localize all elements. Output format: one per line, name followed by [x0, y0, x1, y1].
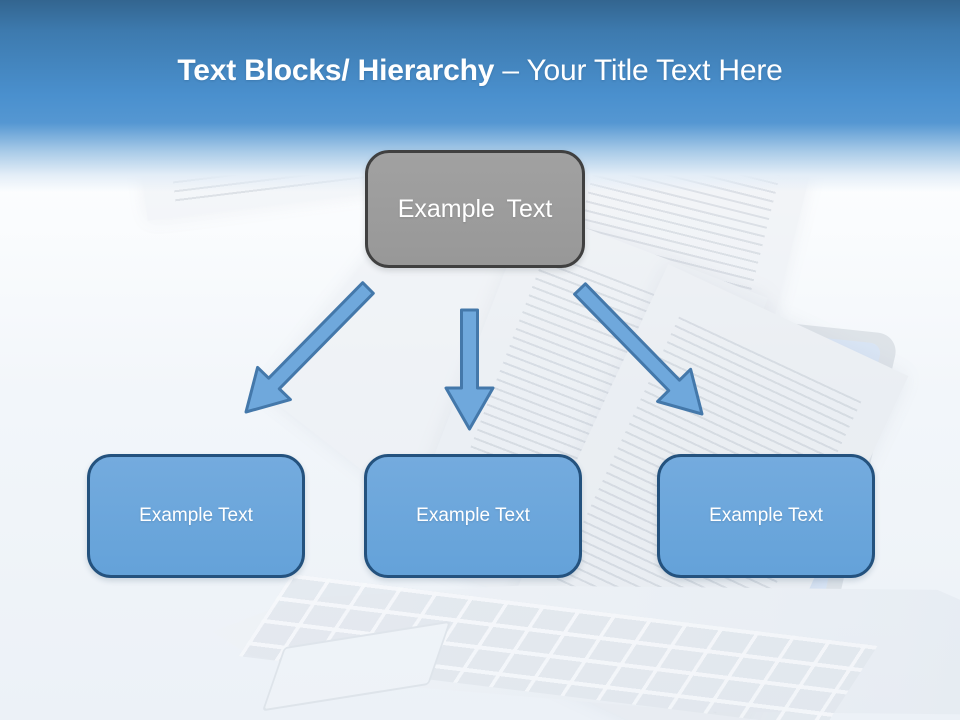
root-text-block-label: Example Text	[397, 194, 553, 223]
child-text-block-2: Example Text	[364, 454, 582, 578]
child-text-block-label: Example Text	[139, 505, 253, 526]
child-text-block-3: Example Text	[657, 454, 875, 578]
arrow-down-right-icon	[573, 282, 704, 416]
title-placeholder: – Your Title Text Here	[502, 54, 783, 87]
child-text-block-label: Example Text	[709, 505, 823, 526]
child-text-block-label: Example Text	[416, 505, 530, 526]
arrow-down-icon	[444, 308, 495, 431]
title-topic: Text Blocks/ Hierarchy	[177, 54, 495, 87]
child-text-block-1: Example Text	[87, 454, 305, 578]
slide-header: Text Blocks/ Hierarchy – Your Title Text…	[0, 0, 960, 192]
root-text-block: Example Text	[365, 150, 585, 268]
slide-title: Text Blocks/ Hierarchy – Your Title Text…	[0, 54, 960, 89]
arrow-down-left-icon	[244, 281, 375, 414]
